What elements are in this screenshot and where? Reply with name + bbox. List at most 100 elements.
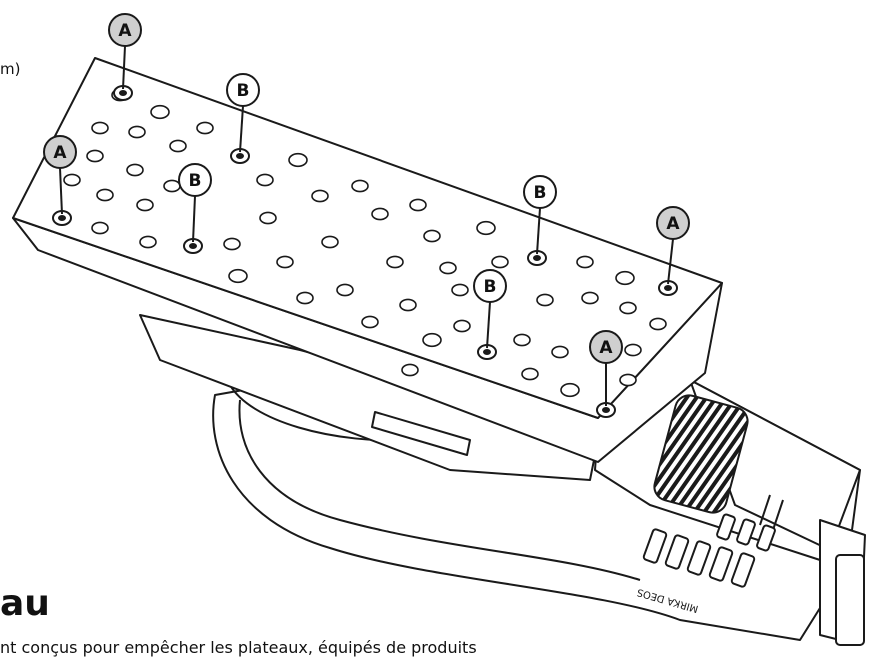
plate-hole (491, 255, 509, 269)
marker-a: A (43, 135, 77, 226)
plate-hole (521, 367, 539, 381)
label-circle (473, 269, 507, 303)
plate-hole (96, 188, 114, 202)
screw-head (119, 90, 127, 96)
label-letter: B (189, 171, 202, 191)
plate-hole (453, 319, 471, 333)
label-circle (108, 13, 142, 47)
plate-hole (576, 255, 594, 269)
plate-hole (439, 261, 457, 275)
plate-hole (63, 173, 81, 187)
body-text-fragment: nt conçus pour empêcher les plateaux, éq… (0, 638, 477, 657)
leader-line (192, 195, 196, 243)
leader-line (59, 167, 63, 215)
screw-head (533, 255, 541, 261)
screw-head (602, 407, 610, 413)
base-housing (212, 379, 836, 641)
plate-hole (169, 139, 187, 153)
plate-hole (551, 345, 569, 359)
marker-a: A (108, 13, 142, 101)
plate-hole (223, 237, 241, 251)
plate-hole (139, 235, 157, 249)
plate-hole (150, 104, 170, 120)
plate-hole (296, 291, 314, 305)
plate-hole (276, 255, 294, 269)
handle-line-2 (772, 499, 784, 531)
label-letter: A (599, 338, 613, 358)
plate-hole (649, 317, 667, 331)
label-letter: A (666, 214, 680, 234)
screw-head (664, 285, 672, 291)
plate-hole (91, 121, 109, 135)
leader-line (667, 238, 674, 285)
motor-slot (371, 411, 471, 456)
plate-hole (256, 173, 274, 187)
label-circle (656, 206, 690, 240)
plate-hole (581, 291, 599, 305)
screw-head (58, 215, 66, 221)
plate-hole (619, 301, 637, 315)
plate-hole (476, 220, 496, 236)
plate-hole (228, 268, 248, 284)
plate-hole (536, 293, 554, 307)
plate-hole (86, 149, 104, 163)
marker-a: A (656, 206, 690, 296)
plate-hole (136, 198, 154, 212)
screw-head (189, 243, 197, 249)
plate-hole (619, 373, 637, 387)
sanding-plate (12, 57, 723, 463)
label-letter: A (118, 21, 132, 41)
grip-wheel (653, 394, 749, 514)
plate-hole (624, 343, 642, 357)
leader-line (486, 301, 491, 349)
plate-hole (423, 229, 441, 243)
plate-hole (615, 270, 635, 286)
vent-slots (642, 513, 776, 588)
plate-hole (422, 332, 442, 348)
plate-hole (163, 179, 181, 193)
leader-line (239, 105, 244, 153)
nozzle-end (835, 554, 865, 646)
plate-top-face (12, 57, 723, 419)
plate-hole (91, 221, 109, 235)
marker-a: A (589, 330, 623, 418)
plate-hole (560, 382, 580, 398)
plate-hole (336, 283, 354, 297)
plate-hole (351, 179, 369, 193)
plate-hole (288, 152, 308, 168)
label-circle (226, 73, 260, 107)
marker-b: B (473, 269, 507, 360)
label-letter: B (484, 277, 497, 297)
label-circle (43, 135, 77, 169)
plate-hole (513, 333, 531, 347)
screw-head (236, 153, 244, 159)
plate-hole (409, 198, 427, 212)
plate-hole (259, 211, 277, 225)
plate-hole (128, 125, 146, 139)
label-circle (589, 330, 623, 364)
label-letter: A (53, 143, 67, 163)
plate-hole (386, 255, 404, 269)
section-heading-fragment: au (0, 583, 50, 624)
position-markers: A A A A B B B B (43, 13, 690, 418)
handle-line-1 (759, 494, 771, 526)
plate-hole (451, 283, 469, 297)
plate-holes (63, 88, 667, 398)
plate-hole (196, 121, 214, 135)
plate-hole (371, 207, 389, 221)
label-letter: B (534, 183, 547, 203)
plate-hole (126, 163, 144, 177)
screw-head (483, 349, 491, 355)
plate-hole (321, 235, 339, 249)
sander-body: MIRKA DEOS (139, 314, 866, 646)
plate-hole (399, 298, 417, 312)
label-circle (178, 163, 212, 197)
leader-line (536, 207, 541, 255)
plate-hole (401, 363, 419, 377)
marker-b: B (178, 163, 212, 254)
top-text-fragment: m) (0, 60, 21, 78)
plate-hole (311, 189, 329, 203)
label-letter: B (237, 81, 250, 101)
marker-b: B (226, 73, 260, 164)
